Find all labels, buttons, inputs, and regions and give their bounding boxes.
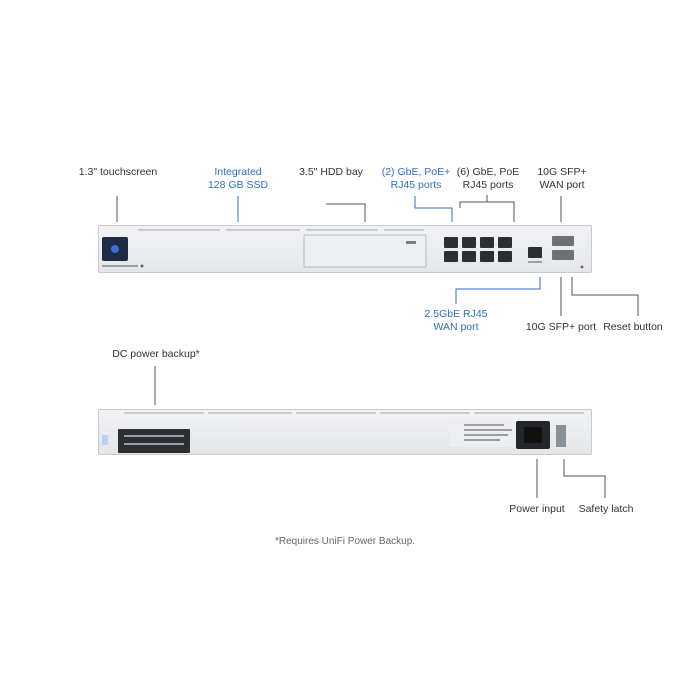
dc-label: DC power backup* — [94, 348, 218, 361]
poe-label: (2) GbE, PoE+ RJ45 ports — [374, 166, 458, 192]
ssd-text-2: 128 GB SSD — [207, 179, 269, 191]
wan25-label: 2.5GbE RJ45 WAN port — [416, 308, 496, 334]
power-label: Power input — [505, 503, 569, 516]
sfp-wan-text-1: 10G SFP+ — [537, 166, 587, 178]
gbe-text-2: RJ45 ports — [462, 179, 514, 191]
hdd-bay — [303, 234, 427, 268]
touchscreen-text: 1.3" touchscreen — [78, 166, 158, 178]
wan25-text-1: 2.5GbE RJ45 — [424, 308, 488, 320]
front-panel-art — [102, 229, 584, 269]
gbe-label: (6) GbE, PoE RJ45 ports — [452, 166, 524, 192]
dc-text: DC power backup* — [112, 348, 200, 360]
reset-text: Reset button — [603, 321, 663, 333]
gbe-text-1: (6) GbE, PoE — [456, 166, 520, 178]
rj45-ports — [444, 237, 512, 262]
sfp-label: 10G SFP+ port — [521, 321, 601, 334]
sfp-text: 10G SFP+ port — [525, 321, 597, 333]
touchscreen-label: 1.3" touchscreen — [70, 166, 166, 179]
ssd-label: Integrated 128 GB SSD — [192, 166, 284, 192]
latch-leader — [563, 459, 606, 498]
footnote: *Requires UniFi Power Backup. — [274, 536, 416, 547]
reset-label: Reset button — [598, 321, 668, 334]
hdd-label: 3.5" HDD bay — [286, 166, 376, 179]
sfp-wan-label: 10G SFP+ WAN port — [526, 166, 598, 192]
poe-leader — [414, 196, 453, 222]
dc-connector — [118, 429, 190, 453]
rear-panel-art — [102, 412, 584, 453]
reset-leader — [571, 277, 639, 316]
safety-latch — [556, 425, 566, 447]
sfp-wan-text-2: WAN port — [539, 179, 585, 191]
sfp-port — [552, 250, 574, 260]
reset-hole — [580, 265, 584, 269]
poe-text-1: (2) GbE, PoE+ — [381, 166, 451, 178]
wan25-port — [528, 247, 542, 258]
sfp-wan-port — [552, 236, 574, 246]
front-panel — [98, 225, 592, 273]
poe-text-2: RJ45 ports — [390, 179, 442, 191]
wan25-text-2: WAN port — [433, 321, 479, 333]
wan25-leader — [455, 277, 541, 304]
latch-text: Safety latch — [578, 503, 634, 515]
latch-label: Safety latch — [572, 503, 640, 516]
hdd-text: 3.5" HDD bay — [299, 166, 363, 178]
gbe-leader — [459, 201, 515, 222]
power-text: Power input — [509, 503, 565, 515]
hdd-leader — [326, 203, 366, 222]
rear-panel — [98, 409, 592, 455]
ssd-text-1: Integrated — [214, 166, 262, 178]
